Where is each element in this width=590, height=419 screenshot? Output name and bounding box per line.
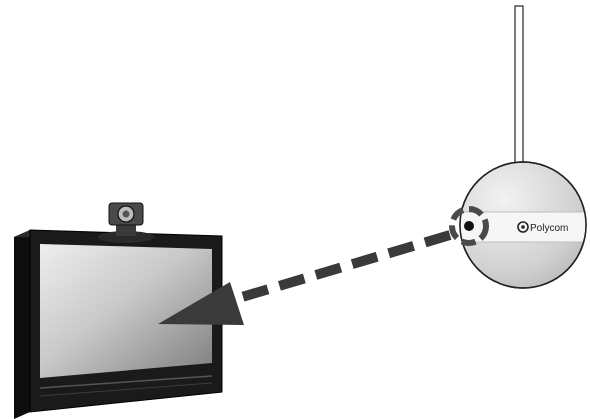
ceiling-microphone: Polycom <box>452 6 590 288</box>
mic-cable <box>515 6 523 164</box>
ir-signal-arrow-shaft <box>232 235 450 300</box>
ir-sensor-icon <box>464 221 474 231</box>
camera-lens-center <box>123 211 130 218</box>
tv-display <box>14 230 222 419</box>
brand-label: Polycom <box>530 223 568 234</box>
camera <box>98 203 154 243</box>
tv-cabinet-side <box>14 230 30 419</box>
